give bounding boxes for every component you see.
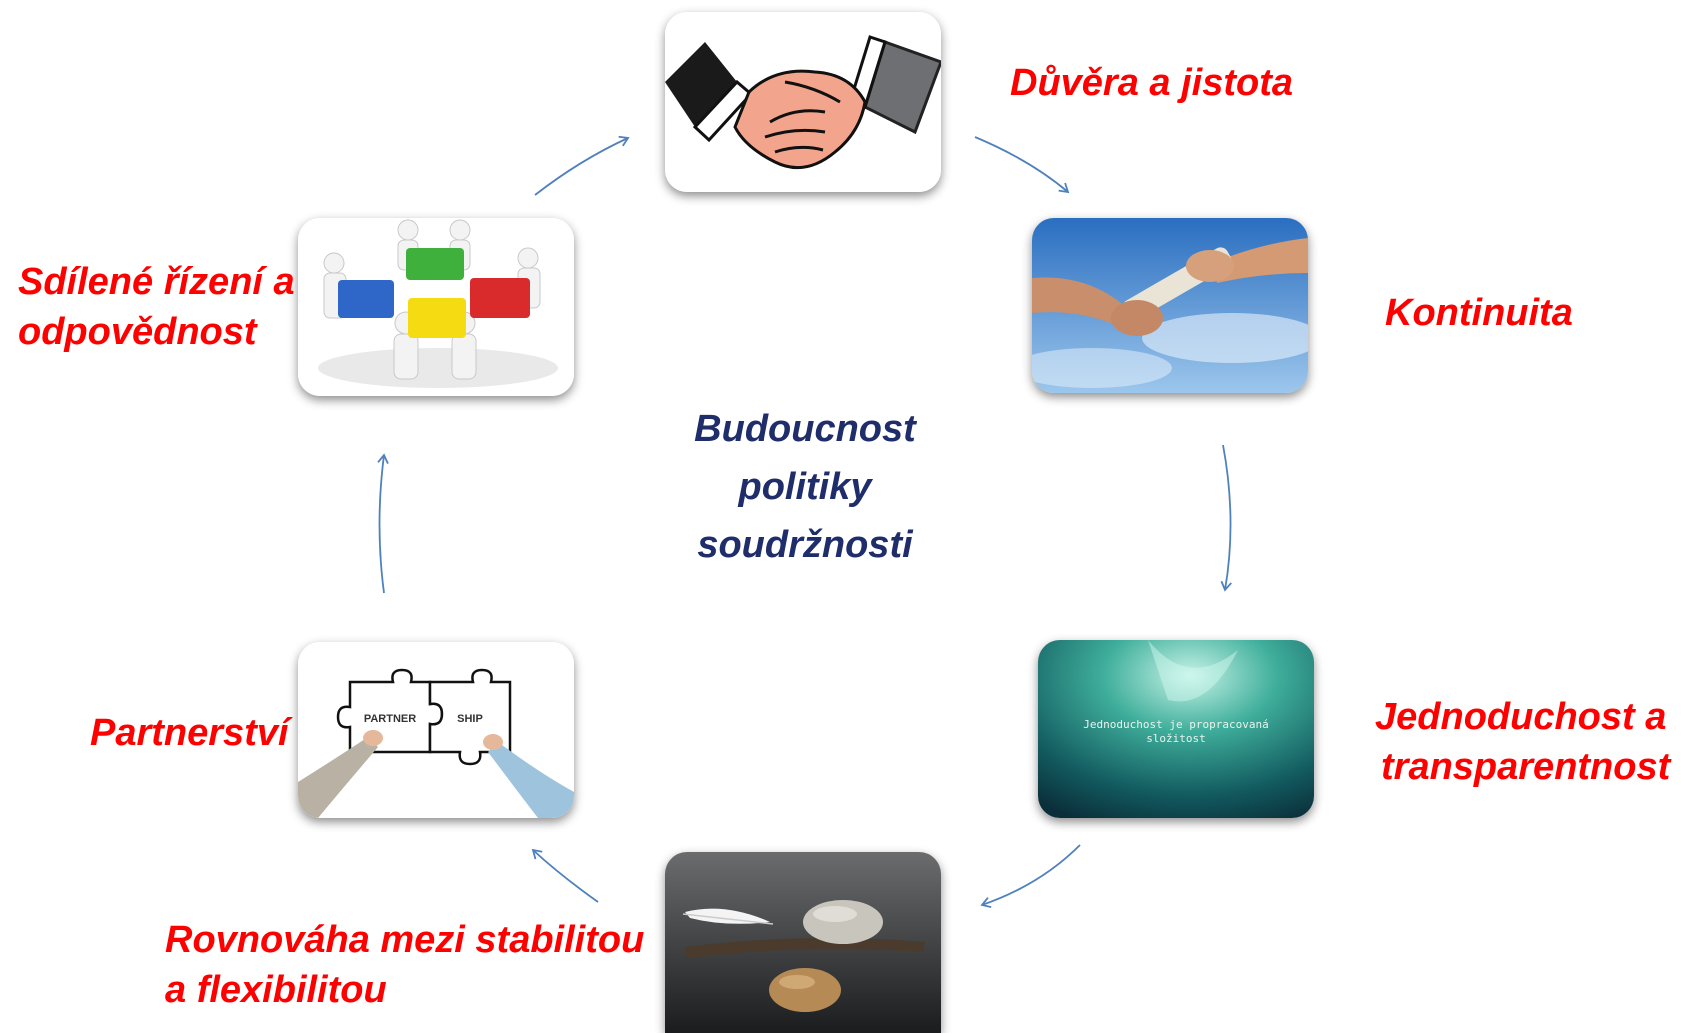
- label-line: Kontinuita: [1385, 292, 1573, 334]
- puzzle-word-ship: SHIP: [457, 713, 483, 725]
- baton-relay-image: [1032, 218, 1308, 393]
- arrow-partnership-to-shared: [377, 453, 389, 594]
- arrow-trust-to-continuity: [974, 136, 1070, 194]
- center-title-line: Budoucnost: [694, 408, 916, 450]
- label-simplicity: Jednoduchost a transparentnost: [1375, 692, 1670, 792]
- label-line: transparentnost: [1381, 746, 1671, 788]
- label-partnership: Partnerství: [90, 708, 289, 758]
- feather-stone-balance-image: [665, 852, 941, 1033]
- arrow-continuity-to-simplicity: [1220, 444, 1232, 592]
- arrow-simplicity-to-balance: [980, 844, 1081, 908]
- label-line: Jednoduchost a: [1375, 696, 1667, 738]
- label-line: Sdílené řízení a: [18, 261, 295, 303]
- label-continuity: Kontinuita: [1385, 288, 1573, 338]
- label-line: odpovědnost: [18, 311, 257, 353]
- label-line: Partnerství: [90, 712, 289, 754]
- aurora-quote-image: Jednoduchost je propracovaná složitost: [1038, 640, 1314, 818]
- handshake-image: [665, 12, 941, 192]
- partner-ship-puzzle-image: PARTNER SHIP: [298, 642, 574, 818]
- center-title-line: politiky: [738, 466, 872, 508]
- quote-line: složitost: [1146, 732, 1206, 745]
- label-shared: Sdílené řízení a odpovědnost: [18, 257, 295, 357]
- quote-text: Jednoduchost je propracovaná složitost: [1038, 718, 1314, 746]
- label-line: Důvěra a jistota: [1010, 62, 1293, 104]
- center-title: Budoucnost politiky soudržnosti: [640, 400, 970, 574]
- label-trust: Důvěra a jistota: [1010, 58, 1293, 108]
- label-balance: Rovnováha mezi stabilitou a flexibilitou: [165, 915, 644, 1015]
- arrow-balance-to-partnership: [531, 848, 599, 903]
- quote-line: Jednoduchost je propracovaná: [1083, 718, 1269, 731]
- label-line: a flexibilitou: [165, 969, 387, 1011]
- label-line: Rovnováha mezi stabilitou: [165, 919, 645, 961]
- puzzle-team-image: [298, 218, 574, 396]
- arrow-shared-to-trust: [534, 135, 630, 196]
- center-title-line: soudržnosti: [697, 524, 913, 566]
- puzzle-word-partner: PARTNER: [364, 713, 416, 725]
